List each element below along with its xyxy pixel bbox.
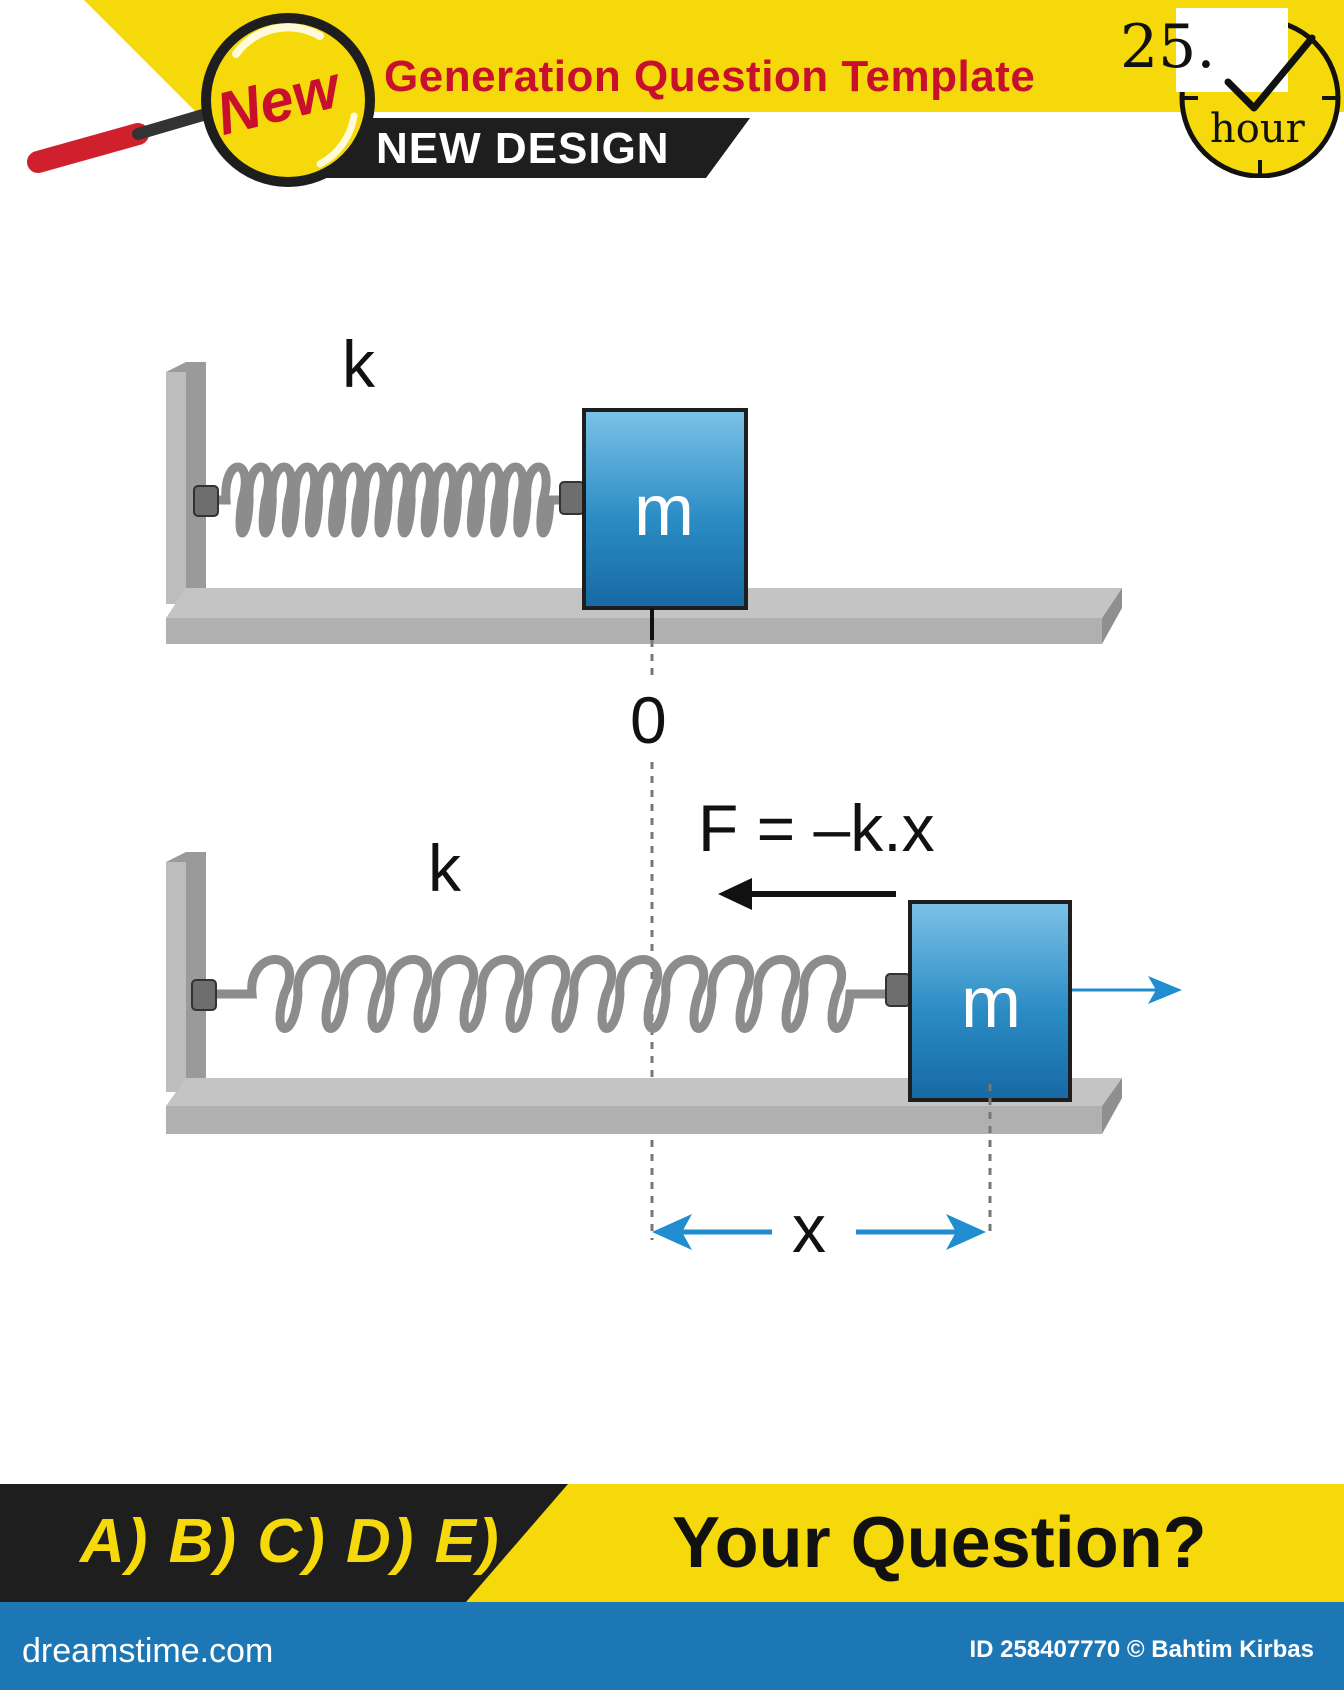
mass-label-top: m [634,471,694,551]
spring-icon [211,955,891,1033]
mass-label-bottom: m [961,963,1021,1043]
question-placeholder: Your Question? [672,1503,1207,1583]
answer-choices: A) B) C) D) E) [80,1507,501,1576]
equilibrium-label: 0 [630,683,667,757]
header-subtitle: NEW DESIGN [376,124,670,173]
mass-block-top [582,408,748,610]
clock-check-icon [1176,8,1341,178]
mass-block-bottom [908,900,1072,1102]
spring-mass-diagram [166,362,1182,1250]
displacement-label: x [792,1191,826,1267]
clock-number: 25. [1120,12,1216,82]
magnifier-icon [27,13,375,187]
header-banner [84,0,1344,178]
bottom-scene [166,852,1122,1234]
spring-constant-label-top: k [342,327,375,401]
watermark-site: dreamstime.com [22,1632,274,1670]
footer-banner [0,1484,1344,1690]
spring-constant-label-bottom: k [428,831,461,905]
displacement-arrows [652,1214,986,1250]
force-equation-label: F = –k.x [698,791,935,865]
top-scene [166,362,1122,644]
spring-icon [211,462,565,538]
clock-unit: hour [1210,106,1305,152]
watermark-id: ID 258407770 © Bahtim Kirbas [969,1636,1314,1663]
header-title: Generation Question Template [384,52,1036,101]
